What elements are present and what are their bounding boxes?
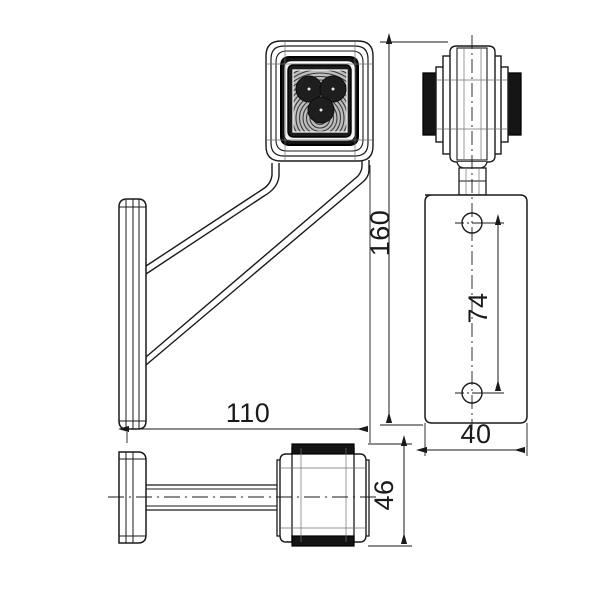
support-arms bbox=[145, 160, 370, 366]
front-view bbox=[118, 40, 374, 430]
bottom-arm bbox=[146, 484, 278, 511]
dim-110-label: 110 bbox=[226, 398, 271, 428]
bottom-view bbox=[108, 443, 378, 547]
dim-110 bbox=[118, 165, 371, 443]
dim-40 bbox=[416, 423, 528, 456]
side-view bbox=[422, 35, 528, 430]
dim-160 bbox=[380, 33, 448, 426]
dim-46-label: 46 bbox=[369, 479, 399, 510]
lamp-head-front bbox=[265, 40, 374, 162]
mounting-plate-edge bbox=[118, 198, 147, 430]
led-cluster bbox=[295, 75, 347, 124]
bottom-housing bbox=[276, 443, 370, 547]
side-stem bbox=[456, 161, 488, 196]
dim-40-label: 40 bbox=[460, 419, 491, 449]
dim-74 bbox=[472, 214, 504, 394]
dim-74-label: 74 bbox=[463, 292, 493, 323]
bottom-plate bbox=[118, 451, 147, 544]
dim-46 bbox=[368, 435, 412, 547]
dim-160-label: 160 bbox=[365, 210, 395, 257]
